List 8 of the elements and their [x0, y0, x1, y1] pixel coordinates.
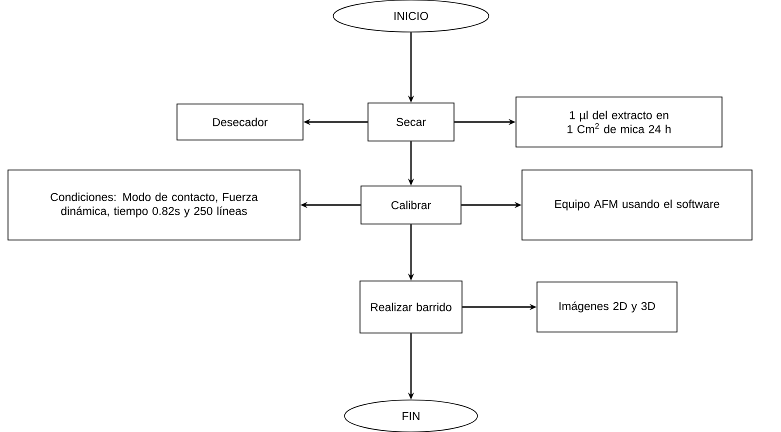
process-box: Desecador — [176, 104, 304, 140]
process-box: Secar — [368, 102, 454, 142]
process-box: Imágenes 2D y 3D — [536, 282, 678, 332]
process-box: Condiciones: Modo de contacto, Fuerza dinámica, tiempo 0.82s y 250 líneas — [8, 170, 300, 240]
process-box: Calibrar — [360, 186, 462, 224]
process-box: 1 µl del extracto en 1 Cm$^{2}$ de mica 24 h — [516, 96, 722, 148]
process-box: Equipo AFM usando el software — [522, 170, 752, 240]
process-box: Realizar barrido — [360, 280, 462, 334]
